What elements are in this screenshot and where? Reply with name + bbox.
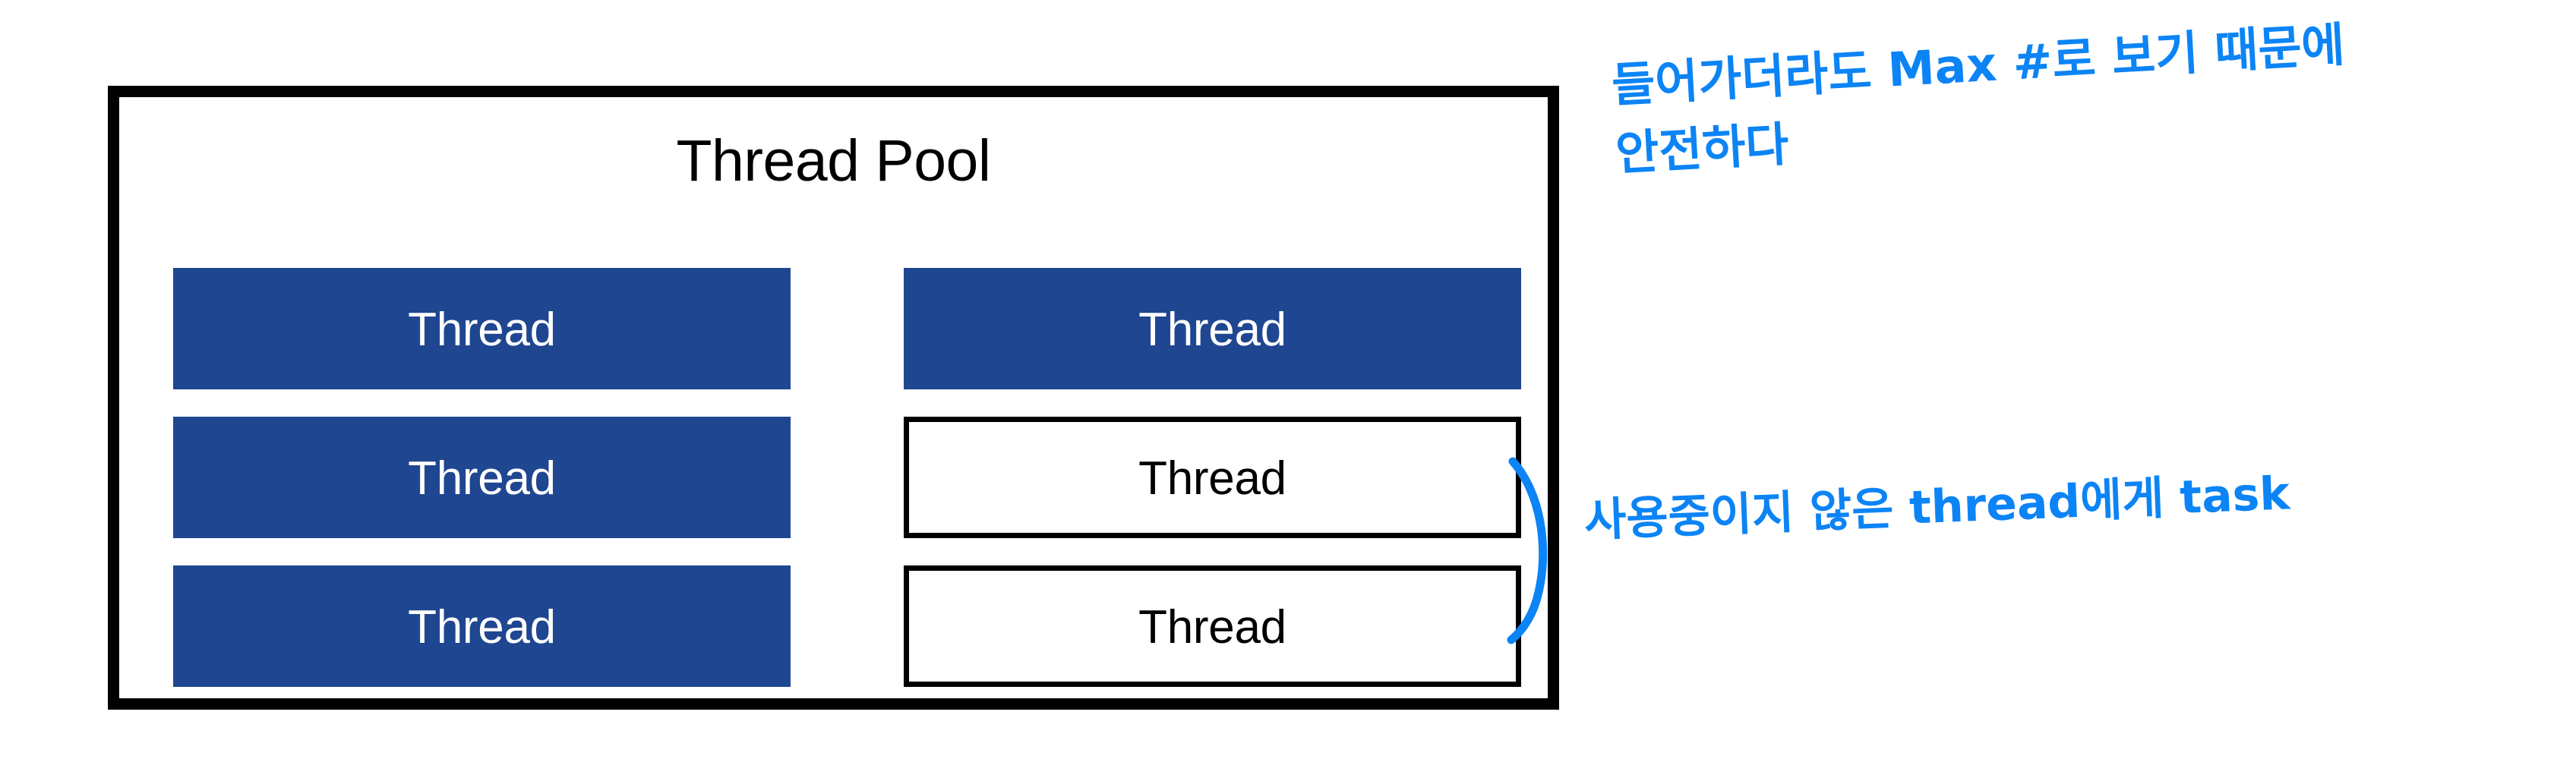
thread-box-idle[interactable]: Thread (904, 565, 1521, 687)
thread-label: Thread (408, 601, 556, 653)
annotation-idle-text: 사용중이지 않은 thread에게 task (1583, 467, 2291, 547)
thread-box-busy[interactable]: Thread (173, 565, 791, 687)
page-title: Thread Pool (676, 128, 991, 194)
thread-box-busy[interactable]: Thread (173, 268, 791, 389)
annotation-max-thread-note: 들어가더라도 Max #로 보기 때문에 안전하다 (1610, 0, 2573, 188)
thread-box-busy[interactable]: Thread (173, 417, 791, 538)
annotation-idle-thread-note: 사용중이지 않은 thread에게 task (1583, 455, 2572, 548)
thread-box-busy[interactable]: Thread (904, 268, 1521, 389)
thread-grid: Thread Thread Thread Thread Thread Threa… (162, 268, 1529, 693)
thread-column-left: Thread Thread Thread (173, 268, 791, 693)
thread-label: Thread (408, 452, 556, 505)
thread-label: Thread (1138, 304, 1286, 356)
thread-box-idle[interactable]: Thread (904, 417, 1521, 538)
thread-label: Thread (1138, 601, 1286, 653)
thread-column-right: Thread Thread Thread (904, 268, 1521, 693)
thread-pool-container: Thread Pool Thread Thread Thread Thread … (108, 86, 1559, 710)
thread-label: Thread (408, 304, 556, 356)
thread-label: Thread (1138, 452, 1286, 505)
